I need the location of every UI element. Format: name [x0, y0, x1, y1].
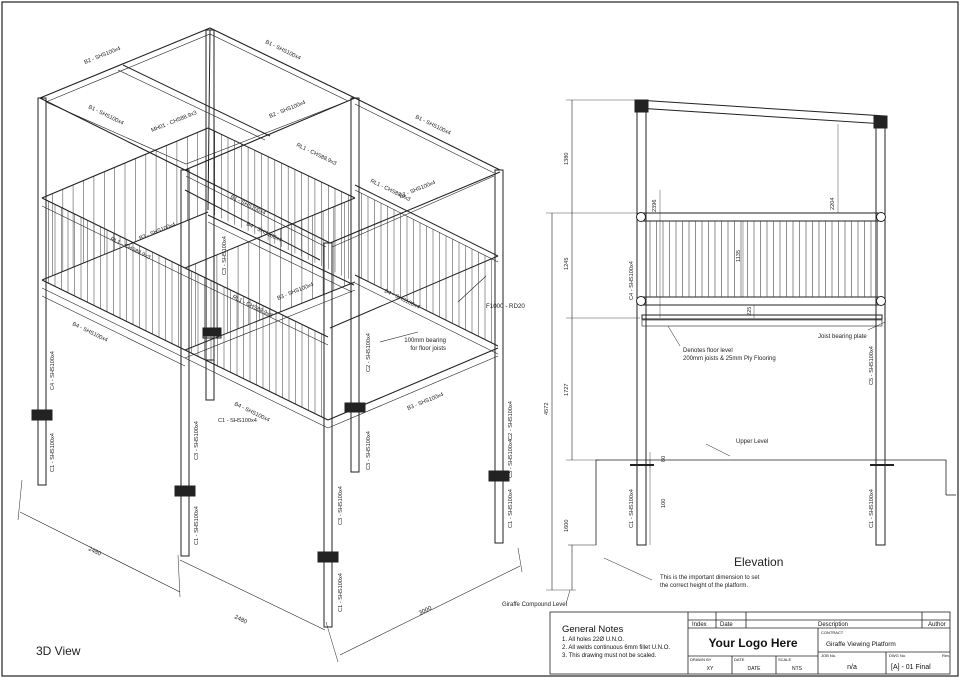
tb-contract-value: Giraffe Viewing Platform — [826, 641, 896, 648]
dim-100: 100 — [661, 499, 667, 508]
label-c3-centre: C3 - SHS100x4 — [222, 236, 228, 275]
dim-2396: 2396 — [652, 200, 658, 212]
dim-3000: 3000 — [418, 605, 433, 617]
giraffe-level-label: Giraffe Compound Level — [502, 602, 567, 608]
view-title-3d: 3D View — [36, 644, 81, 658]
important-note-line2: the correct height of the platform. — [660, 583, 748, 589]
elevation-labels: 1380 1245 4572 1727 1600 2396 2204 1135 … — [544, 153, 875, 532]
note-3: 3. This drawing must not be scaled. — [562, 653, 657, 659]
label-c2-right: C2 - SHS100x4 — [366, 333, 372, 372]
view-title-elevation: Elevation — [734, 555, 783, 569]
label-c3-low: C3 - SHS100x4 — [338, 486, 344, 525]
tb-author: Author — [928, 622, 946, 628]
panel-note: F1000 - RD20 — [486, 303, 525, 310]
label-c2-far: C2 - SHS100x4 — [508, 401, 514, 440]
tb-rev-label: Rev. — [942, 653, 950, 658]
dim-1245: 1245 — [564, 258, 570, 270]
tb-dwg-value: [A] - 01 Final — [891, 664, 931, 671]
joist-plate-note: Joist bearing plate — [818, 334, 867, 340]
tb-date-value: DATE — [748, 666, 762, 672]
logo: Your Logo Here — [708, 636, 797, 650]
label-c1-front-low: C1 - SHS100x4 — [194, 506, 200, 545]
label-c1-corner: C1 - SHS100x4 — [338, 573, 344, 612]
3d-view — [17, 27, 523, 663]
label-c3-right: C3 - SHS100x4 — [366, 431, 372, 470]
upper-level-label: Upper Level — [736, 439, 768, 445]
label-c1-centre: C1 - SHS100x4 — [218, 418, 257, 424]
dim-4572: 4572 — [544, 403, 550, 415]
elevation-infill — [649, 221, 878, 297]
note-2: 2. All welds continuous 6mm fillet U.N.O… — [562, 645, 670, 651]
dim-80: 80 — [661, 456, 667, 462]
tb-drawn-label: DRAWN BY — [690, 657, 712, 662]
dim-1135: 1135 — [736, 250, 742, 262]
dim-1600: 1600 — [564, 520, 570, 532]
dim-1380: 1380 — [564, 153, 570, 165]
tb-scale-label: SCALE — [778, 657, 791, 662]
floor-note-line1: Denotes floor level — [683, 348, 733, 354]
label-elev-c5: C5 - SHS100x4 — [869, 346, 875, 385]
bearing-note-line2: for floor joists — [410, 346, 446, 352]
label-c1-front: C1 - SHS100x4 — [508, 489, 514, 528]
tb-drawn-value: XY — [707, 666, 714, 672]
label-c3-far: C3 - SHS100x4 — [508, 439, 514, 478]
note-1: 1. All holes 22Ø U.N.O. — [562, 637, 624, 643]
label-c4-left: C4 - SHS100x4 — [50, 351, 56, 390]
dim-2204: 2204 — [830, 198, 836, 210]
tb-date: Date — [720, 622, 733, 628]
label-c3-front: C3 - SHS100x4 — [194, 421, 200, 460]
label-elev-c1-left: C1 - SHS100x4 — [629, 489, 635, 528]
elevation-view — [546, 99, 956, 605]
dim-225: 225 — [747, 307, 753, 316]
tb-job-label: JOB No. — [821, 653, 836, 658]
label-elev-c4: C4 - SHS100x4 — [629, 261, 635, 300]
notes-title: General Notes — [562, 624, 624, 635]
title-block — [549, 611, 951, 675]
tb-index: Index — [692, 622, 707, 628]
tb-contract-label: CONTRACT — [821, 630, 844, 635]
dim-1727: 1727 — [564, 384, 570, 396]
tb-dwg-label: DWG No. — [889, 653, 906, 658]
tb-date-label: DATE — [734, 657, 745, 662]
bearing-note-line1: 100mm bearing — [404, 338, 446, 344]
tb-scale-value: NTS — [792, 666, 803, 672]
important-note-line1: This is the important dimension to set — [660, 575, 760, 581]
floor-note-line2: 200mm joists & 25mm Ply Flooring — [683, 356, 776, 362]
label-c1-left: C1 - SHS100x4 — [50, 433, 56, 472]
railing-infill — [48, 131, 492, 417]
tb-job-value: n/a — [847, 664, 857, 671]
label-elev-c1-right: C1 - SHS100x4 — [869, 489, 875, 528]
tb-description: Description — [818, 622, 848, 628]
dim-2480-a: 2480 — [87, 546, 102, 558]
dim-2480-b: 2480 — [233, 614, 248, 626]
